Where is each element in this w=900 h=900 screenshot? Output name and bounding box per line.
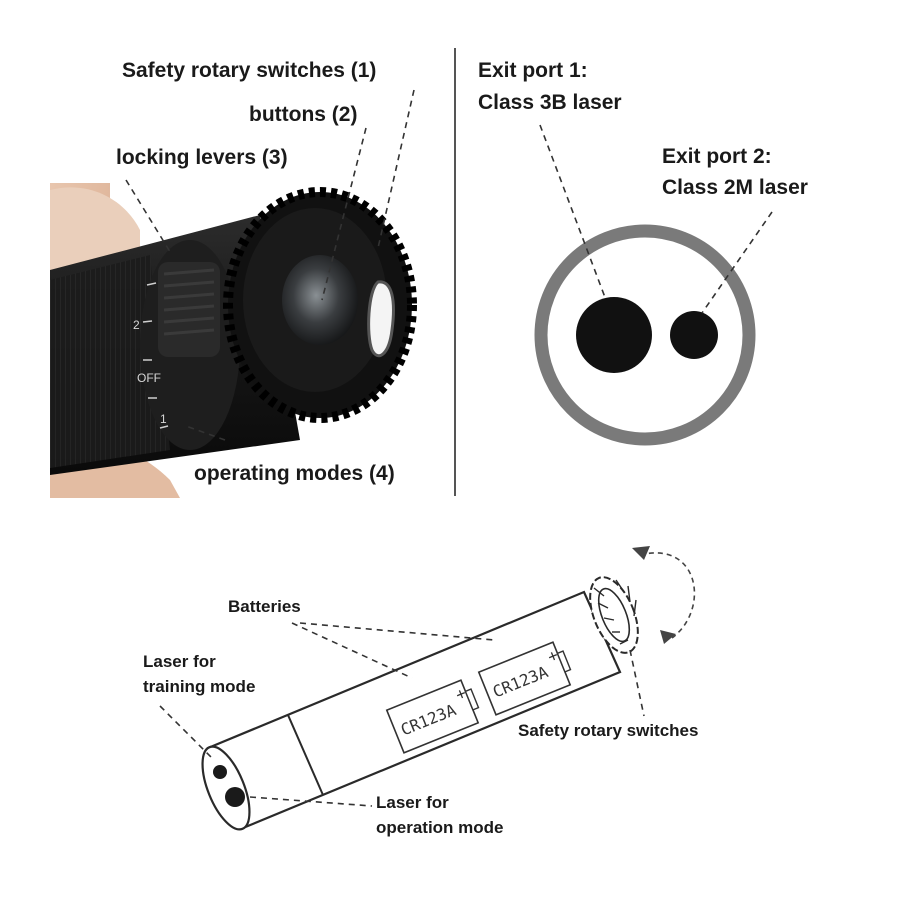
label-batteries: Batteries: [228, 597, 301, 616]
exit-port-2-dot: [670, 311, 718, 359]
photo-leader-lines: [125, 89, 415, 441]
label-laser-training-1: Laser for: [143, 652, 216, 671]
label-laser-operation-1: Laser for: [376, 793, 449, 812]
schematic-front-face: [201, 745, 251, 831]
battery-cell-1: CR123A +: [385, 679, 480, 754]
label-exit-port-2-title: Exit port 2:: [662, 145, 772, 168]
dial-mark-2: 2: [133, 318, 140, 332]
rotation-arrow: [639, 552, 696, 639]
label-exit-port-2-class: Class 2M laser: [662, 176, 808, 199]
device-schematic: CR123A + CR123A +: [159, 546, 696, 831]
exit-port-diagram: [534, 124, 773, 446]
label-exit-port-1-class: Class 3B laser: [478, 91, 622, 114]
label-laser-operation-2: operation mode: [376, 818, 504, 837]
schematic-operation-laser-dot: [225, 787, 245, 807]
grip-knurling: [50, 255, 170, 468]
rotation-arrowhead-bottom: [660, 630, 676, 644]
label-locking-levers: locking levers (3): [116, 146, 288, 169]
lever-ridges: [163, 268, 215, 336]
label-laser-training-2: training mode: [143, 677, 256, 696]
schematic-leader-lines: [159, 622, 645, 807]
exit-port-1-dot: [576, 297, 652, 373]
rotation-arrowhead-top: [632, 546, 650, 560]
dial-mark-off: OFF: [137, 371, 161, 385]
dial-mark-1: 1: [160, 412, 167, 426]
battery-cell-2: CR123A +: [477, 641, 572, 716]
label-buttons: buttons (2): [249, 103, 358, 126]
label-safety-rotary-switches: Safety rotary switches (1): [122, 59, 377, 82]
exit-window-highlight: [367, 280, 395, 358]
label-exit-port-1-title: Exit port 1:: [478, 59, 588, 82]
dial-tick-marks: [142, 282, 169, 429]
port-leader-lines: [539, 124, 773, 314]
schematic-rotary-switch: [589, 576, 639, 654]
label-operating-modes: operating modes (4): [194, 462, 395, 485]
schematic-training-laser-dot: [213, 765, 227, 779]
button-lens[interactable]: [282, 255, 358, 345]
device-photo: 2 OFF 1: [50, 183, 417, 498]
schematic-cap-joint: [287, 714, 324, 796]
label-schematic-safety-rotary-switches: Safety rotary switches: [518, 721, 699, 740]
